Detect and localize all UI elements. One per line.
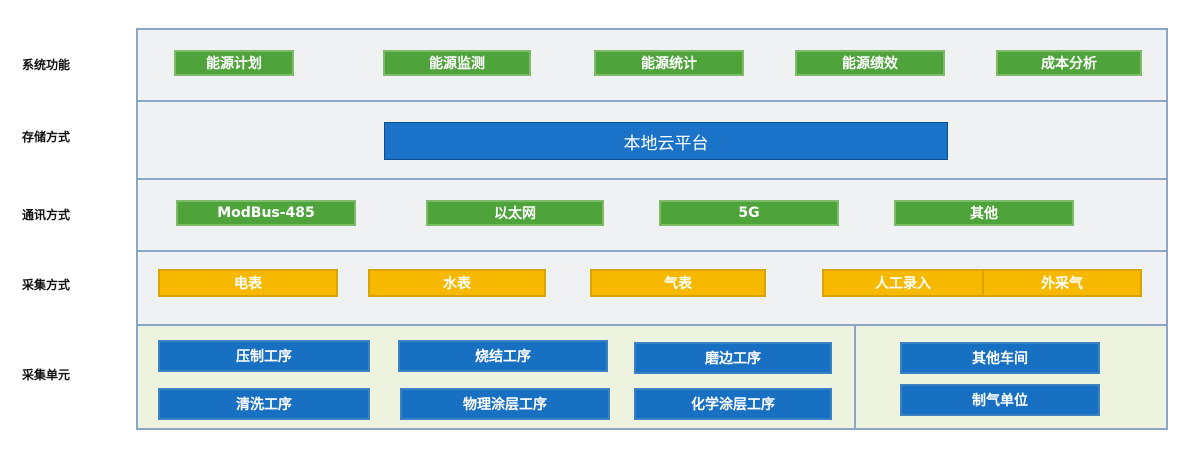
comm-box: 以太网 bbox=[426, 200, 604, 226]
row-label-functions: 系统功能 bbox=[22, 58, 71, 72]
unit-box: 其他车间 bbox=[900, 342, 1100, 374]
row-label-comm: 通讯方式 bbox=[22, 208, 71, 222]
function-box: 能源统计 bbox=[594, 50, 744, 76]
band-units: 压制工序 烧结工序 磨边工序 清洗工序 物理涂层工序 化学涂层工序 其他车间 制… bbox=[138, 326, 1166, 428]
comm-box: 5G bbox=[659, 200, 839, 226]
units-divider bbox=[854, 326, 856, 428]
function-box: 成本分析 bbox=[996, 50, 1142, 76]
architecture-diagram: 能源计划 能源监测 能源统计 能源绩效 成本分析 本地云平台 ModBus-48… bbox=[136, 28, 1168, 430]
row-label-storage: 存储方式 bbox=[22, 130, 71, 144]
collect-box: 气表 bbox=[590, 269, 766, 297]
unit-box: 化学涂层工序 bbox=[634, 388, 832, 420]
unit-box: 物理涂层工序 bbox=[400, 388, 610, 420]
unit-box: 烧结工序 bbox=[398, 340, 608, 372]
function-box: 能源绩效 bbox=[795, 50, 945, 76]
row-label-collect: 采集方式 bbox=[22, 278, 71, 292]
band-collect: 电表 水表 气表 人工录入 外采气 bbox=[138, 252, 1166, 326]
comm-box: ModBus-485 bbox=[176, 200, 356, 226]
collect-box: 外采气 bbox=[982, 269, 1142, 297]
unit-box: 磨边工序 bbox=[634, 342, 832, 374]
row-label-units: 采集单元 bbox=[22, 368, 71, 382]
band-storage: 本地云平台 bbox=[138, 102, 1166, 180]
unit-box: 制气单位 bbox=[900, 384, 1100, 416]
collect-box: 电表 bbox=[158, 269, 338, 297]
cloud-platform-box: 本地云平台 bbox=[384, 122, 948, 160]
function-box: 能源监测 bbox=[383, 50, 531, 76]
band-functions: 能源计划 能源监测 能源统计 能源绩效 成本分析 bbox=[138, 30, 1166, 102]
collect-box: 人工录入 bbox=[822, 269, 984, 297]
function-box: 能源计划 bbox=[174, 50, 294, 76]
unit-box: 压制工序 bbox=[158, 340, 370, 372]
comm-box: 其他 bbox=[894, 200, 1074, 226]
band-comm: ModBus-485 以太网 5G 其他 bbox=[138, 180, 1166, 252]
collect-box: 水表 bbox=[368, 269, 546, 297]
unit-box: 清洗工序 bbox=[158, 388, 370, 420]
